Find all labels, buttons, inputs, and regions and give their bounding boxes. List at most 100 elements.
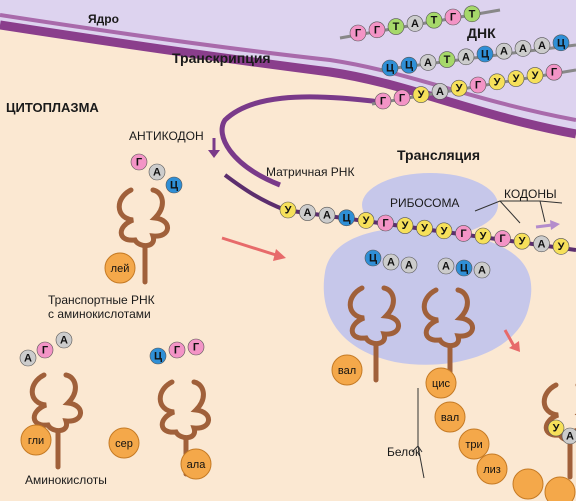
mrna-base-2: А (318, 206, 336, 224)
label-mrna: Матричная РНК (266, 165, 354, 179)
trna-free-2-anticodon-1-letter: Г (42, 345, 49, 357)
trna-leu-body (116, 187, 170, 285)
dna-strand2-base-0-letter: Ц (386, 63, 394, 75)
label-trna-line2: с аминокислотами (48, 307, 151, 321)
label-dna: ДНК (467, 25, 496, 41)
dna-strand1-base-3: А (406, 15, 424, 32)
mrna-base-3-letter: Ц (342, 212, 350, 224)
ribosome-large-subunit (362, 173, 498, 237)
dna-strand3-base-1: Г (393, 89, 411, 107)
trna-leu-anticodon-1-letter: А (153, 167, 161, 179)
dna-strand3-base-9-letter: Г (551, 67, 558, 79)
dna-strand1-base-4: Т (425, 11, 443, 29)
dna-strand3-base-7-letter: У (513, 73, 520, 85)
label-ribosome: РИБОСОМА (390, 196, 459, 210)
mrna-base-14-letter: У (558, 241, 565, 253)
arrow-transcription (208, 138, 220, 158)
mrna-base-9-letter: Г (460, 228, 467, 240)
trna-ala-anticodon-1: Г (168, 341, 186, 359)
mrna-base-12: У (513, 232, 531, 250)
label-transcription: Транскрипция (172, 50, 271, 66)
dna-strand1-base-4-letter: Т (431, 15, 438, 27)
protein-amino-3: лиз (476, 453, 508, 485)
trna-ala-anticodon-0-letter: Ц (154, 351, 162, 363)
trna-free-2-anticodon-2: А (55, 331, 73, 349)
dna-strand2-base-7: А (514, 40, 532, 57)
dna-strand2-base-0: Ц (381, 59, 399, 77)
dna-strand3-base-7: У (507, 70, 525, 87)
trna-ala-anticodon-2-letter: Г (193, 342, 200, 354)
arrow-mrna-direction (535, 220, 560, 230)
label-translation: Трансляция (397, 147, 480, 163)
trna-ribosome-2-anticodon-1: Ц (455, 259, 473, 277)
dna-strand1-base-2-letter: Т (393, 21, 400, 33)
mrna-base-4: У (357, 212, 375, 229)
trna-ribosome-1-anticodon-2-letter: А (405, 260, 413, 272)
nuclear-membrane-outer (0, 20, 576, 139)
dna-strand1-base-6: Т (463, 5, 481, 23)
trna-ribosome-2-anticodon-2-letter: А (478, 265, 486, 277)
mrna-base-10: У (474, 227, 492, 245)
trna-ribosome-1-anticodon-1-letter: А (387, 257, 395, 269)
dna-strand1-base-3-letter: А (411, 18, 419, 30)
mrna-base-7-letter: У (421, 223, 428, 235)
trna-ribosome-1-anticodon-1: А (382, 253, 400, 271)
arrow-trna-exit (503, 329, 520, 352)
arrow-to-ribosome (221, 236, 286, 261)
dna-strand1-base-1-letter: Г (374, 24, 381, 36)
dna-strand3-base-5: Г (469, 76, 487, 94)
dna-strand3-base-6: У (488, 73, 506, 91)
dna-strand2-base-2: А (419, 54, 437, 71)
nuclear-membrane-inner (0, 13, 576, 122)
mrna-base-5: Г (377, 214, 394, 232)
nucleus-region (0, 0, 576, 132)
dna-strand2-base-6: А (495, 42, 513, 60)
trna-ribosome-2-anticodon-0: А (437, 257, 455, 275)
label-codons: КОДОНЫ (504, 187, 557, 201)
protein-bracket (411, 388, 425, 479)
mrna-base-12-letter: У (519, 236, 526, 248)
trna-ribosome-1-anticodon-0: Ц (364, 249, 382, 267)
mrna-base-10-letter: У (480, 231, 487, 243)
trna-ribosome-1-anticodon-2: А (400, 256, 418, 274)
trna-ala-anticodon-2: Г (187, 338, 205, 356)
trna-free-2-anticodon-1: Г (36, 341, 54, 359)
amino-acid-ala: ала (180, 448, 212, 480)
dna-strand1-base-0-letter: Г (355, 28, 362, 40)
dna-strand2-base-9-letter: Ц (557, 37, 565, 49)
dna-strand3-base-8-letter: У (532, 70, 539, 82)
trna-leu-anticodon-2-letter: Ц (170, 180, 178, 192)
dna-strand3-base-3-letter: А (436, 86, 444, 98)
trna-exiting-anticodon-0-letter: У (553, 423, 560, 435)
nuclear-pore-strand (219, 94, 381, 188)
mrna-base-13: А (533, 235, 550, 253)
label-nucleus: Ядро (88, 12, 119, 26)
mrna-base-1-letter: А (304, 207, 312, 219)
protein-amino-1: вал (434, 401, 466, 433)
protein-amino-extra-1 (512, 468, 544, 500)
protein-amino-2: три (458, 428, 490, 460)
amino-acid-ala-label: ала (187, 459, 207, 471)
trna-exiting-anticodon-0: У (547, 419, 565, 437)
trna-ala-anticodon-1-letter: Г (174, 345, 181, 357)
trna-leu-anticodon-1: А (148, 163, 166, 181)
dna-strand1-base-5-letter: Г (450, 12, 457, 24)
dna-strand2-base-8: А (533, 37, 551, 54)
mrna-base-4-letter: У (363, 215, 370, 227)
mrna-base-5-letter: Г (382, 218, 389, 230)
label-protein: Белок (387, 445, 421, 459)
dna-strand3-base-3: А (431, 83, 449, 100)
amino-acid-gly: гли (20, 424, 52, 456)
trna-ribosome-1-body (347, 285, 401, 383)
mrna-base-8: У (435, 222, 453, 240)
trna-ribosome-1-anticodon-0-letter: Ц (369, 253, 377, 265)
protein-amino-2-label: три (465, 439, 482, 451)
label-cytoplasm: ЦИТОПЛАЗМА (6, 100, 99, 115)
dna-strand3-base-4: У (450, 79, 468, 97)
protein-amino-extra-2 (544, 476, 576, 501)
dna-strand1-base-1: Г (368, 21, 386, 39)
amino-acid-ser: сер (108, 427, 140, 459)
dna-strand2-base-5-letter: Ц (481, 49, 489, 61)
trna-free-2-anticodon-0: А (19, 349, 37, 367)
